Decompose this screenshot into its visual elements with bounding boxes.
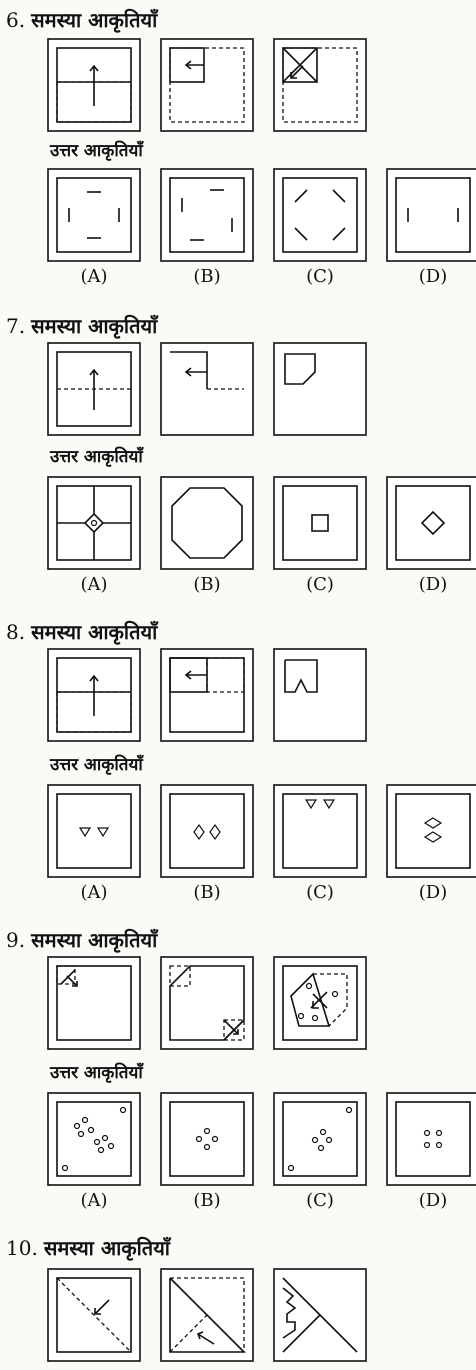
q9-option-a-figure[interactable] <box>47 1092 141 1186</box>
q9-option-b-label: (B) <box>193 1190 221 1211</box>
q8-problem-figure-1 <box>47 648 141 742</box>
q8-option-c-label: (C) <box>306 882 334 903</box>
q6-problem-figure-3 <box>273 38 367 132</box>
q7-option-b-figure[interactable] <box>160 476 254 570</box>
question-10-heading: 10.समस्या आकृतियाँ <box>6 1236 170 1260</box>
q8-problem-figure-3 <box>273 648 367 742</box>
q9-option-a-label: (A) <box>80 1190 108 1211</box>
q8-answer-heading: उत्तर आकृतियाँ <box>50 755 143 775</box>
q8-option-c-figure[interactable] <box>273 784 367 878</box>
q10-problem-figure-3 <box>273 1268 367 1362</box>
q9-option-c-label: (C) <box>306 1190 334 1211</box>
q7-problem-figure-3 <box>273 342 367 436</box>
q6-option-d-label: (D) <box>418 266 448 287</box>
q6-option-d-figure[interactable] <box>386 168 476 262</box>
question-9-heading: 9.समस्या आकृतियाँ <box>6 928 158 952</box>
q9-option-c-figure[interactable] <box>273 1092 367 1186</box>
q7-option-a-figure[interactable] <box>47 476 141 570</box>
q8-option-d-label: (D) <box>418 882 448 903</box>
question-6-heading: 6.समस्या आकृतियाँ <box>6 8 158 32</box>
q9-option-b-figure[interactable] <box>160 1092 254 1186</box>
q7-option-d-figure[interactable] <box>386 476 476 570</box>
q8-option-d-figure[interactable] <box>386 784 476 878</box>
q7-option-d-label: (D) <box>418 574 448 595</box>
q8-option-b-figure[interactable] <box>160 784 254 878</box>
q6-option-c-label: (C) <box>306 266 334 287</box>
q6-option-b-label: (B) <box>193 266 221 287</box>
q6-option-b-figure[interactable] <box>160 168 254 262</box>
q8-option-a-figure[interactable] <box>47 784 141 878</box>
q9-problem-figure-1 <box>47 956 141 1050</box>
q7-problem-figure-2 <box>160 342 254 436</box>
q9-option-d-label: (D) <box>418 1190 448 1211</box>
question-8-heading: 8.समस्या आकृतियाँ <box>6 620 158 644</box>
q7-option-b-label: (B) <box>193 574 221 595</box>
q7-problem-figure-1 <box>47 342 141 436</box>
q10-problem-figure-1 <box>47 1268 141 1362</box>
q7-option-c-label: (C) <box>306 574 334 595</box>
q7-answer-heading: उत्तर आकृतियाँ <box>50 447 143 467</box>
q8-option-b-label: (B) <box>193 882 221 903</box>
q8-problem-figure-2 <box>160 648 254 742</box>
q9-problem-figure-2 <box>160 956 254 1050</box>
q8-option-a-label: (A) <box>80 882 108 903</box>
q9-option-d-figure[interactable] <box>386 1092 476 1186</box>
q6-option-a-label: (A) <box>80 266 108 287</box>
q6-problem-figure-1 <box>47 38 141 132</box>
question-7-heading: 7.समस्या आकृतियाँ <box>6 314 158 338</box>
q6-option-c-figure[interactable] <box>273 168 367 262</box>
q7-option-a-label: (A) <box>80 574 108 595</box>
q6-option-a-figure[interactable] <box>47 168 141 262</box>
q7-option-c-figure[interactable] <box>273 476 367 570</box>
q6-answer-heading: उत्तर आकृतियाँ <box>50 141 143 161</box>
q9-problem-figure-3 <box>273 956 367 1050</box>
q6-problem-figure-2 <box>160 38 254 132</box>
q10-problem-figure-2 <box>160 1268 254 1362</box>
q9-answer-heading: उत्तर आकृतियाँ <box>50 1063 143 1083</box>
